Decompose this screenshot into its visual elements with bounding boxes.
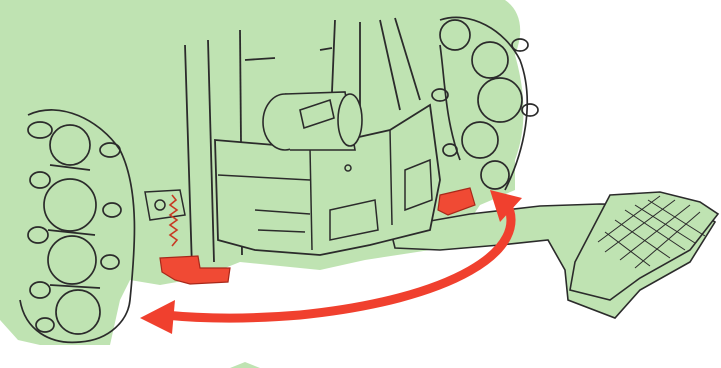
bottom-edge	[230, 362, 260, 368]
left-bracket	[145, 190, 185, 220]
roller-assembly	[263, 92, 362, 150]
rotation-arrowhead-left	[140, 300, 175, 334]
